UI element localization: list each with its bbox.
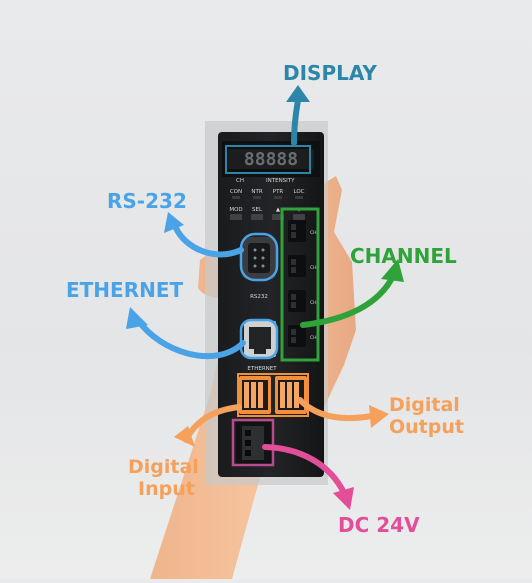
ethernet-highlight [239,318,279,360]
channel-label: CH2 [310,265,320,271]
channel-connector-pin [291,302,296,308]
channel-connector-pin [291,329,296,335]
channel-label: CH1 [310,230,320,236]
channel-connector-pin [291,232,296,238]
digital-io-highlight [237,373,309,417]
status-led [253,196,261,199]
rs232-port [242,237,276,279]
channel-connector-pin [291,259,296,265]
ethernet-port [244,321,276,357]
channel-connector [288,220,306,242]
dc24v-highlight [231,418,275,467]
callout-dc24v: DC 24V [338,514,420,537]
callout-ethernet: ETHERNET [66,279,183,302]
callout-channel-text: CHANNEL [350,244,457,268]
led-label: CON [230,189,242,195]
ethernet-port-label: ETHERNET [247,366,277,372]
button-label: MOD [229,207,242,213]
channel-connector [288,290,306,312]
display-highlight [225,145,311,174]
rs232-highlight [239,232,279,282]
rs232-port-label: RS232 [250,294,268,300]
channel-connector-pin [291,337,296,343]
callout-ethernet-text: ETHERNET [66,278,184,302]
status-led [232,196,240,199]
channel-connector [288,325,306,347]
channel-highlight [280,207,320,362]
callout-channel: CHANNEL [350,245,457,268]
callout-rs232-text: RS-232 [107,189,187,213]
led-label: PTR [273,189,284,195]
led-label: LOC [293,189,304,195]
led-label: NTR [251,189,262,195]
digital-input-terminal [239,376,271,414]
channel-label: CH4 [310,335,320,341]
channel-connector-pin [291,294,296,300]
button-label: SEL [252,207,263,213]
display-caption-ch: CH [236,178,244,184]
callout-digital-output-line1: Digital [389,394,460,416]
digital-output-terminal [275,376,307,414]
device-button[interactable] [251,214,263,220]
device-button[interactable] [293,214,305,220]
callout-digital-input: Digital Input [128,456,199,501]
arrow-heads [126,85,404,510]
channel-label: CH3 [310,300,320,306]
channel-connector-pin [291,267,296,273]
status-led [274,196,282,199]
callout-digital-output: Digital Output [389,394,464,439]
callout-digital-output-line2: Output [389,415,464,438]
dc24v-connector [236,422,272,464]
status-led [295,196,303,199]
display-caption-intensity: INTENSITY [266,178,295,184]
device-button[interactable] [230,214,242,220]
callout-digital-input-line1: Digital [128,456,199,478]
callout-dc24v-text: DC 24V [338,513,420,537]
display-digits [228,149,314,169]
button-label: ▲ [276,207,281,213]
callout-rs232: RS-232 [107,190,187,213]
channel-connector [288,255,306,277]
display-readout: 88888 [244,149,298,170]
callout-display-text: DISPLAY [283,61,377,85]
callout-digital-input-line2: Input [138,477,195,500]
channel-connector-pin [291,224,296,230]
callout-display: DISPLAY [283,62,377,85]
